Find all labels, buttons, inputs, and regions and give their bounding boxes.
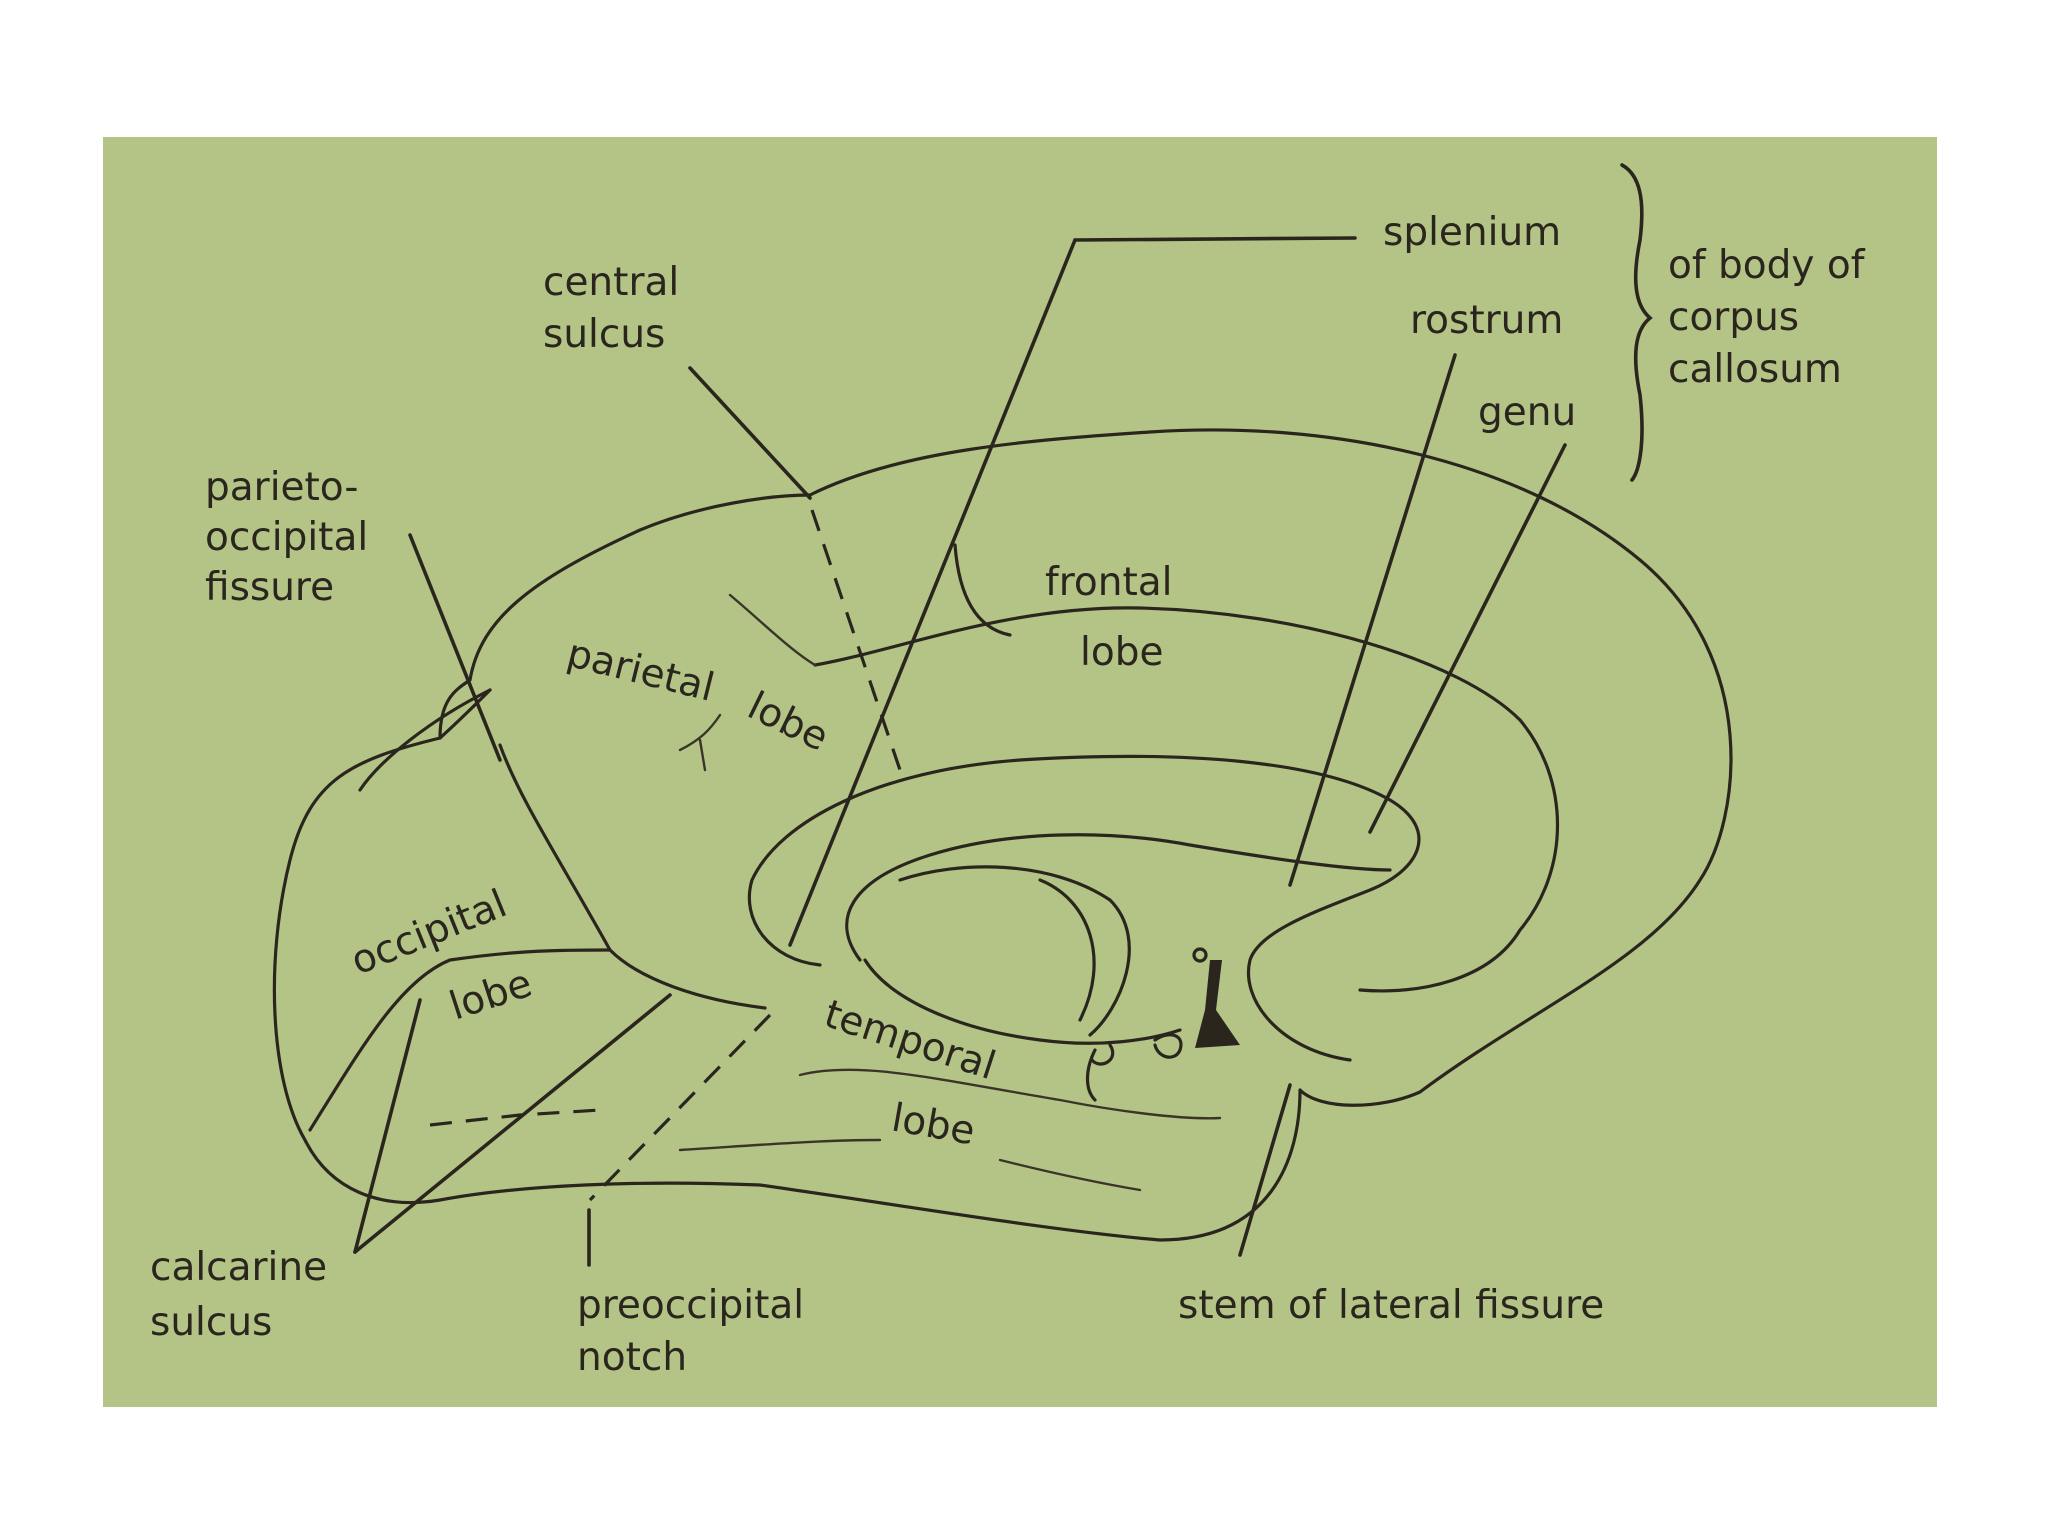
- svg-text:corpus: corpus: [1668, 295, 1799, 340]
- label-genu: genu: [1478, 390, 1576, 435]
- label-occipital-lobe: occipital lobe: [345, 881, 538, 1029]
- svg-text:callosum: callosum: [1668, 347, 1842, 392]
- corpus-callosum-brace: [1620, 163, 1653, 482]
- leader-rostrum: [1288, 353, 1457, 887]
- temporal-line-3: [998, 1158, 1142, 1192]
- label-parieto-occipital-fissure: parieto- occipital fissure: [205, 465, 368, 610]
- interventricular-foramen: [1192, 947, 1208, 963]
- label-stem-of-lateral-fissure: stem of lateral fissure: [1178, 1283, 1604, 1328]
- svg-text:occipital: occipital: [345, 881, 513, 984]
- occipital-boundary: [498, 743, 767, 1010]
- occipital-dash: [429, 1108, 601, 1127]
- svg-text:of body of: of body of: [1668, 243, 1866, 288]
- label-preoccipital-notch: preoccipital notch: [577, 1283, 804, 1380]
- svg-text:parietal: parietal: [563, 631, 719, 711]
- fornix: [898, 865, 1131, 1037]
- corpus-callosum-outer: [747, 754, 1421, 1062]
- label-frontal-lobe: frontal lobe: [1045, 560, 1173, 675]
- optic-chiasm: [1153, 1033, 1183, 1059]
- frontal-gyrus-line: [813, 606, 1560, 993]
- calcarine-line: [308, 948, 612, 1132]
- svg-text:central: central: [543, 260, 679, 305]
- label-temporal-lobe: temporal lobe: [819, 992, 1001, 1155]
- central-sulcus-line: [810, 509, 902, 771]
- label-splenium: splenium: [1383, 210, 1561, 255]
- svg-text:sulcus: sulcus: [150, 1300, 272, 1345]
- label-corpus-callosum-group: of body of corpus callosum: [1668, 243, 1866, 392]
- label-calcarine-sulcus: calcarine sulcus: [150, 1245, 327, 1345]
- svg-text:preoccipital: preoccipital: [577, 1283, 804, 1328]
- svg-text:fissure: fissure: [205, 565, 334, 610]
- occipital-pole-curve: [358, 688, 492, 792]
- svg-text:lobe: lobe: [741, 684, 836, 761]
- svg-text:sulcus: sulcus: [543, 312, 665, 357]
- leader-calcarine-1: [353, 998, 422, 1254]
- label-central-sulcus: central sulcus: [543, 260, 679, 357]
- corpus-callosum-inner: [845, 833, 1392, 962]
- svg-text:calcarine: calcarine: [150, 1245, 327, 1290]
- diagram-background: [103, 137, 1937, 1407]
- leader-calcarine-2: [353, 993, 672, 1254]
- parietal-sulcus: [728, 593, 817, 667]
- fornix-inner: [1038, 878, 1096, 1022]
- frontal-gyrus-branch: [953, 543, 1012, 637]
- temporal-line-1: [798, 1068, 1222, 1120]
- svg-text:notch: notch: [577, 1335, 687, 1380]
- leader-stem-lateral: [1238, 1083, 1292, 1257]
- svg-text:lobe: lobe: [1080, 630, 1163, 675]
- svg-text:frontal: frontal: [1045, 560, 1173, 605]
- upper-margin: [438, 493, 812, 740]
- thalamus-region: [863, 958, 1182, 1045]
- leader-central-sulcus: [688, 366, 812, 500]
- svg-text:lobe: lobe: [444, 961, 537, 1030]
- label-rostrum: rostrum: [1410, 298, 1563, 343]
- leader-splenium: [788, 236, 1357, 947]
- parietal-sulcus-branch: [678, 713, 722, 772]
- lamina-terminalis: [1195, 960, 1240, 1048]
- svg-text:parieto-: parieto-: [205, 465, 358, 510]
- leader-genu: [1368, 443, 1567, 834]
- hemisphere-outline: [272, 428, 1733, 1242]
- temporal-line-2: [678, 1138, 882, 1152]
- mammillary-body: [1090, 1043, 1115, 1066]
- svg-text:occipital: occipital: [205, 515, 368, 560]
- svg-text:lobe: lobe: [888, 1096, 978, 1155]
- preoccipital-dash: [588, 1013, 772, 1202]
- pituitary-stalk: [1085, 1048, 1097, 1102]
- leader-parieto-occipital: [408, 533, 502, 762]
